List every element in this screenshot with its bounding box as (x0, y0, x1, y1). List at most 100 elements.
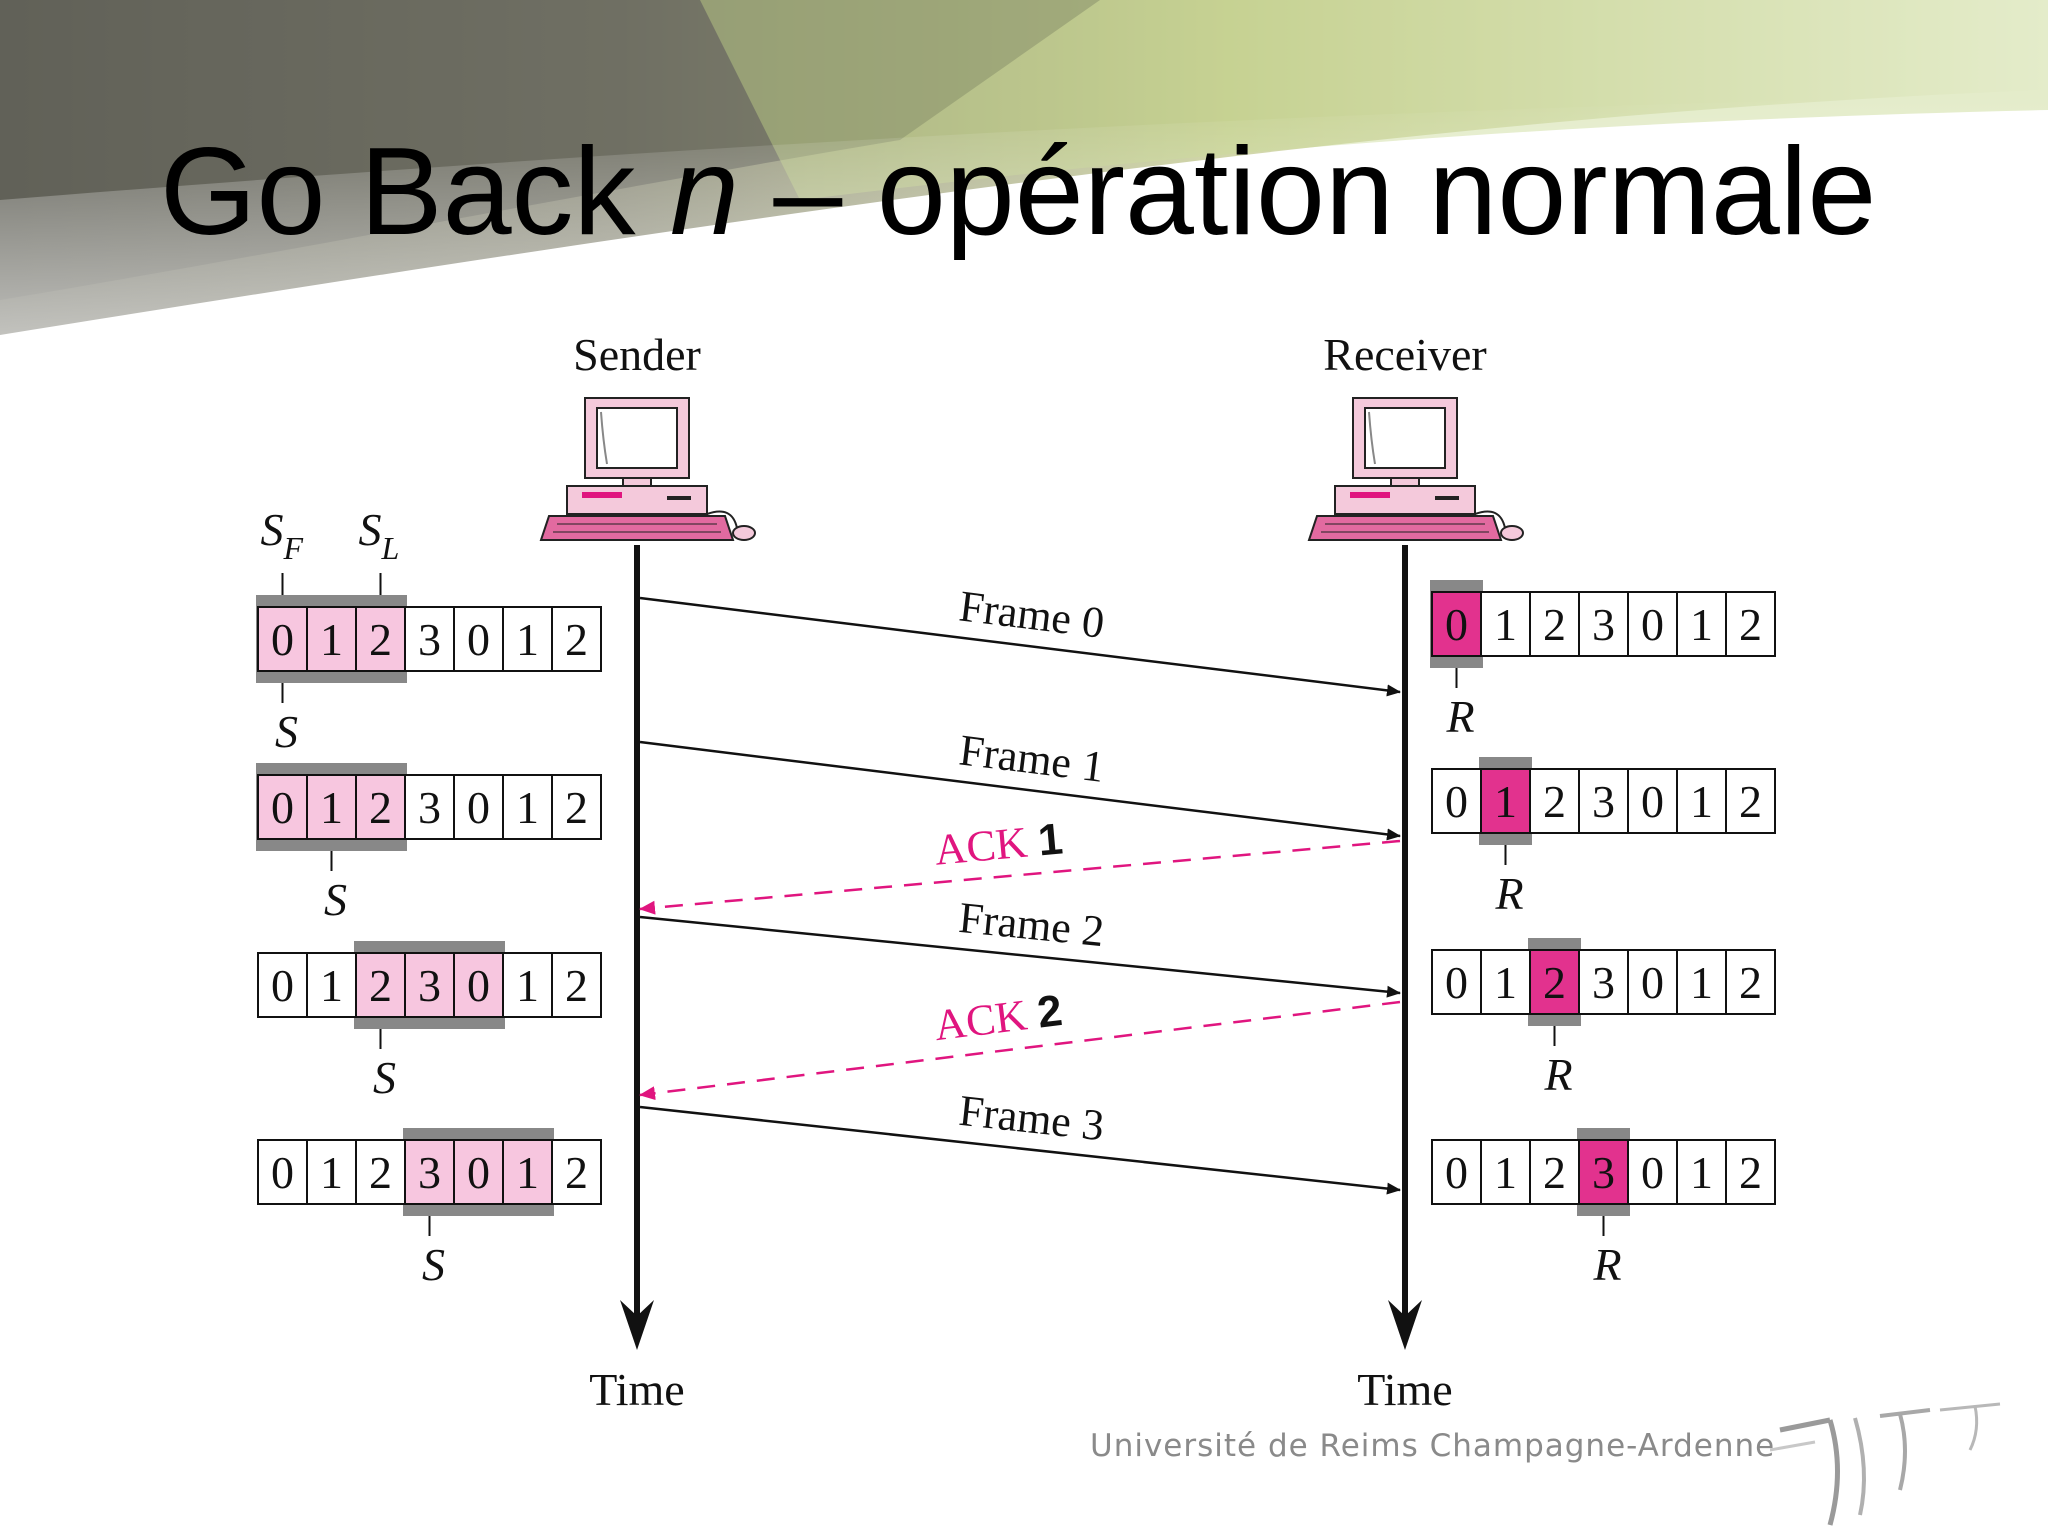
sender-seq-number: 0 (467, 1147, 490, 1198)
receiver-seq-cell (1725, 768, 1776, 834)
ack-message: ACK 2 (639, 986, 1401, 1101)
sender-seq-number: 1 (516, 1147, 539, 1198)
sender-time-label: Time (589, 1364, 684, 1415)
sender-seq-number: 0 (467, 782, 490, 833)
receiver-seq-number: 1 (1690, 776, 1713, 827)
receiver-seq-cell (1725, 949, 1776, 1015)
receiver-seq-cell (1578, 591, 1629, 657)
sender-seq-number: 0 (467, 614, 490, 665)
frame-arrow (639, 596, 1401, 697)
sender-seq-cell (257, 606, 308, 672)
sender-seq-cell (551, 952, 602, 1018)
ack-arrow (639, 839, 1401, 915)
sender-seq-cell (257, 774, 308, 840)
receiver-seq-number: 1 (1494, 1147, 1517, 1198)
receiver-seq-number: 0 (1641, 599, 1664, 650)
sender-seq-number: 3 (418, 960, 441, 1011)
sender-seq-number: 2 (369, 1147, 392, 1198)
sender-seq-number: 2 (565, 782, 588, 833)
receiver-seq-cell (1529, 768, 1580, 834)
sender-seq-number: 0 (271, 1147, 294, 1198)
frame-label: Frame 0 (957, 581, 1107, 647)
frame-message: Frame 0 (639, 581, 1401, 697)
receiver-seq-number: 2 (1739, 957, 1762, 1008)
receiver-seq-cell (1676, 1139, 1727, 1205)
sender-seq-number: 2 (565, 1147, 588, 1198)
receiver-time-label: Time (1357, 1364, 1452, 1415)
receiver-seq-cell (1676, 949, 1727, 1015)
sender-seq-cell (355, 606, 406, 672)
sender-seq-cell (502, 952, 553, 1018)
sender-seq-cell (551, 606, 602, 672)
ack-arrow (639, 1000, 1401, 1101)
sender-seq-cell (453, 1139, 504, 1205)
ack-label: ACK 2 (932, 986, 1065, 1050)
receiver-time-arrowhead (1388, 1300, 1422, 1350)
receiver-seq-number: 3 (1592, 957, 1615, 1008)
title-suffix: – opération normale (738, 123, 1877, 261)
receiver-seq-number: 0 (1641, 776, 1664, 827)
sender-seq-cell (355, 774, 406, 840)
receiver-label: Receiver (1323, 329, 1486, 380)
sender-seq-cell (404, 1139, 455, 1205)
receiver-seq-number: 1 (1494, 776, 1517, 827)
title-prefix: Go Back (160, 123, 670, 261)
sender-seq-cell (502, 774, 553, 840)
receiver-computer-icon (1307, 397, 1524, 541)
sender-seq-number: 2 (565, 614, 588, 665)
sender-seq-number: 0 (271, 960, 294, 1011)
ack-number: 1 (1036, 814, 1065, 865)
receiver-seq-cell (1627, 949, 1678, 1015)
receiver-seq-cell (1725, 591, 1776, 657)
receiver-seq-number: 2 (1543, 1147, 1566, 1198)
frame-arrow (639, 1105, 1401, 1195)
sender-seq-number: 1 (516, 960, 539, 1011)
sender-time-arrowhead (620, 1300, 654, 1350)
sender-seq-number: 1 (320, 1147, 343, 1198)
sender-computer-icon (539, 397, 756, 541)
receiver-seq-number: 2 (1543, 599, 1566, 650)
receiver-seq-number: 0 (1445, 957, 1468, 1008)
receiver-seq-number: 3 (1592, 1147, 1615, 1198)
sender-seq-cell (551, 1139, 602, 1205)
receiver-seq-number: 1 (1690, 1147, 1713, 1198)
ack-number: 2 (1035, 986, 1065, 1038)
frame-message: Frame 2 (639, 893, 1401, 998)
sender-next-pointer: S (422, 1239, 445, 1290)
sender-seq-cell (551, 774, 602, 840)
frame-arrow (639, 740, 1401, 841)
receiver-seq-number: 1 (1690, 599, 1713, 650)
receiver-seq-number: 1 (1690, 957, 1713, 1008)
receiver-seq-number: 1 (1494, 599, 1517, 650)
university-logo (1770, 1402, 2001, 1526)
sender-seq-number: 1 (320, 960, 343, 1011)
sender-seq-number: 1 (516, 614, 539, 665)
sender-next-pointer: S (373, 1052, 396, 1103)
ack-message: ACK 1 (639, 814, 1401, 915)
sender-seq-cell (355, 952, 406, 1018)
university-name: Université de Reims Champagne-Ardenne (1090, 1428, 1776, 1464)
receiver-seq-cell (1627, 591, 1678, 657)
receiver-expected-pointer: R (1592, 1239, 1621, 1290)
slide-title: Go Back n – opération normale (160, 130, 1876, 254)
sender-seq-cell (404, 774, 455, 840)
sender-last-pointer: SL (359, 504, 400, 566)
sender-seq-cell (355, 1139, 406, 1205)
classroom-banner-image (0, 0, 2048, 340)
sender-seq-number: 3 (418, 614, 441, 665)
receiver-seq-cell (1627, 1139, 1678, 1205)
receiver-seq-number: 2 (1543, 776, 1566, 827)
receiver-seq-number: 2 (1739, 599, 1762, 650)
receiver-seq-cell (1578, 768, 1629, 834)
receiver-seq-number: 2 (1739, 776, 1762, 827)
receiver-seq-cell (1725, 1139, 1776, 1205)
receiver-seq-cell (1431, 1139, 1482, 1205)
receiver-seq-number: 1 (1494, 957, 1517, 1008)
frame-arrow (639, 915, 1401, 998)
